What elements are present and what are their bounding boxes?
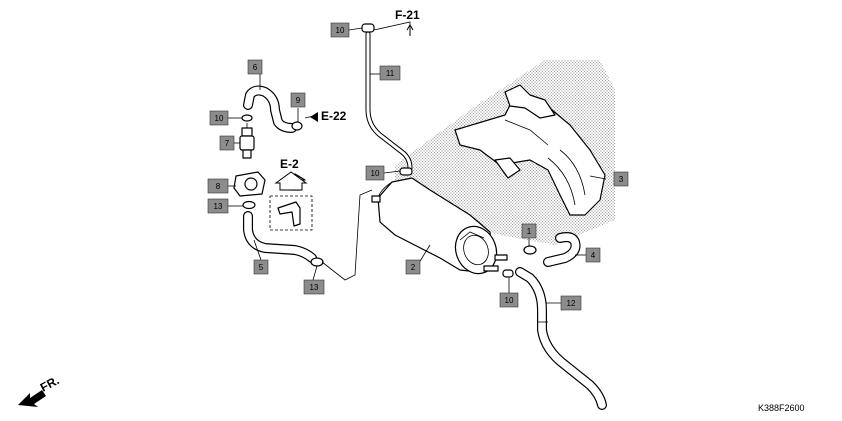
ref-e22: E-22 <box>310 109 347 123</box>
svg-text:2: 2 <box>411 263 416 272</box>
hose-12 <box>515 267 607 410</box>
callout-11[interactable]: 11 <box>379 65 401 81</box>
clip-9 <box>291 121 303 131</box>
svg-text:13: 13 <box>310 283 319 292</box>
callout-4[interactable]: 4 <box>585 247 601 263</box>
callout-5[interactable]: 5 <box>253 259 269 275</box>
svg-text:F-21: F-21 <box>395 8 420 22</box>
svg-text:E-22: E-22 <box>321 109 347 123</box>
hose-5 <box>243 211 317 263</box>
callout-9[interactable]: 9 <box>290 92 306 108</box>
holder-8 <box>233 171 266 197</box>
svg-text:12: 12 <box>567 299 576 308</box>
canister-cover <box>454 84 606 216</box>
svg-text:10: 10 <box>336 26 345 35</box>
callout-6[interactable]: 6 <box>247 59 263 75</box>
svg-text:7: 7 <box>225 139 230 148</box>
callout-8[interactable]: 8 <box>207 178 229 194</box>
hose-11 <box>365 31 413 171</box>
svg-text:9: 9 <box>296 96 301 105</box>
valve-7 <box>239 123 255 159</box>
callout-7[interactable]: 7 <box>219 135 235 151</box>
clip-13-bottom <box>310 257 324 267</box>
svg-text:10: 10 <box>371 169 380 178</box>
clip-10-bottom <box>502 269 514 278</box>
clip-10-left <box>241 114 253 122</box>
svg-text:4: 4 <box>591 251 596 260</box>
e2-arrow-icon <box>274 171 308 191</box>
callout-13-bottom[interactable]: 13 <box>303 279 325 295</box>
callout-10-top[interactable]: 10 <box>330 22 350 38</box>
hose-6 <box>243 85 297 133</box>
callout-10-left[interactable]: 10 <box>209 110 229 126</box>
svg-text:E-2: E-2 <box>280 157 299 171</box>
front-indicator: FR. <box>18 373 61 407</box>
callout-3[interactable]: 3 <box>613 171 629 187</box>
svg-text:5: 5 <box>259 263 264 272</box>
svg-text:1: 1 <box>527 227 532 236</box>
callout-2[interactable]: 2 <box>405 259 421 275</box>
callout-13-left[interactable]: 13 <box>207 198 229 214</box>
svg-text:10: 10 <box>505 296 514 305</box>
clip-13-left <box>242 200 256 210</box>
clip-10-top <box>361 23 375 33</box>
callout-10-bottom[interactable]: 10 <box>499 292 519 308</box>
svg-text:13: 13 <box>214 202 223 211</box>
callout-1[interactable]: 1 <box>521 223 537 239</box>
callout-12[interactable]: 12 <box>560 295 582 311</box>
ref-e2: E-2 <box>274 157 308 191</box>
clip-10-canister <box>399 167 413 176</box>
svg-text:3: 3 <box>619 175 624 184</box>
svg-text:11: 11 <box>386 69 395 78</box>
ref-f21: F-21 <box>395 8 420 36</box>
svg-text:10: 10 <box>215 114 224 123</box>
svg-text:6: 6 <box>253 63 258 72</box>
evap-canister <box>371 177 508 275</box>
clip-1 <box>523 245 537 255</box>
front-arrow-icon <box>18 390 46 407</box>
callout-10-canister[interactable]: 10 <box>365 165 385 181</box>
drawing-id: K388F2600 <box>758 403 805 413</box>
hose-4 <box>543 232 581 267</box>
svg-text:8: 8 <box>216 182 221 191</box>
